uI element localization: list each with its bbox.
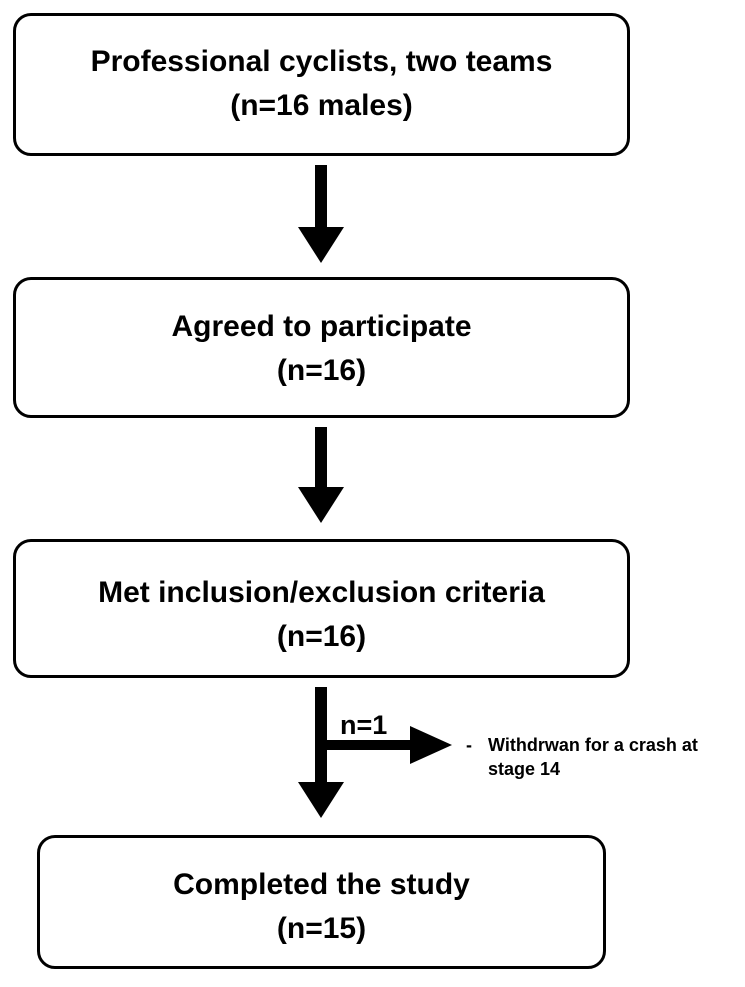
step-box-eligible: Met inclusion/exclusion criteria (n=16) (13, 539, 630, 678)
step-count: (n=15) (276, 912, 367, 945)
step-count: (n=16 males) (230, 89, 413, 122)
exclusion-reason-line2: stage 14 (488, 759, 561, 779)
step-title: Professional cyclists, two teams (90, 45, 553, 78)
step-title: Met inclusion/exclusion criteria (98, 576, 545, 609)
exclusion-count-label: n=1 (340, 710, 388, 740)
exclusion-reason: -Withdrwan for a crash at stage 14 (466, 733, 741, 781)
step-box-enrolled: Professional cyclists, two teams (n=16 m… (13, 13, 630, 156)
down-arrow-3 (298, 687, 344, 818)
step-title: Agreed to participate (171, 310, 472, 343)
exclusion-arrow (321, 726, 452, 764)
bullet-dash: - (466, 735, 472, 755)
down-arrow-2 (298, 427, 344, 523)
step-box-agreed: Agreed to participate (n=16) (13, 277, 630, 418)
step-title: Completed the study (173, 868, 470, 901)
step-box-completed: Completed the study (n=15) (37, 835, 606, 969)
exclusion-reason-line1: Withdrwan for a crash at (488, 735, 698, 755)
step-count: (n=16) (276, 354, 367, 387)
down-arrow-1 (298, 165, 344, 263)
step-count: (n=16) (276, 620, 367, 653)
